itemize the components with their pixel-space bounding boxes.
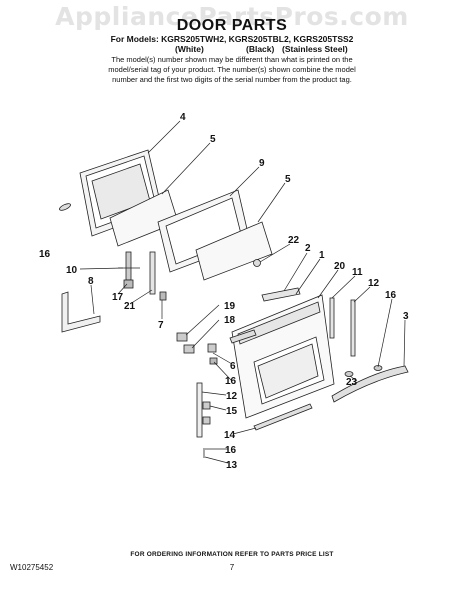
- callout-21: 21: [124, 301, 136, 312]
- callout-11: 11: [352, 267, 363, 278]
- ordering-info-footer: FOR ORDERING INFORMATION REFER TO PARTS …: [130, 551, 334, 558]
- vent-trim-part: [261, 287, 301, 302]
- callout-7: 7: [158, 320, 164, 331]
- color-stainless-label: (Stainless Steel): [282, 44, 348, 54]
- clip-part: [176, 332, 188, 342]
- color-white-label: (White): [175, 44, 204, 54]
- callout-17: 17: [112, 292, 124, 303]
- leader-lines: [79, 120, 406, 464]
- callout-12: 12: [226, 391, 238, 402]
- callout-8: 8: [88, 276, 94, 287]
- door-handle-part: [331, 365, 409, 403]
- note-line: number and the first two digits of the s…: [112, 75, 352, 84]
- document-number: W10275452: [10, 563, 54, 572]
- callout-12: 12: [368, 278, 380, 289]
- glass-panel-right-part: [195, 221, 273, 281]
- hinge-assembly-part: [118, 251, 140, 289]
- callout-10: 10: [66, 265, 78, 276]
- callout-4: 4: [180, 112, 186, 123]
- callout-19: 19: [224, 301, 236, 312]
- callout-5: 5: [210, 134, 216, 145]
- end-cap-part: [344, 371, 354, 377]
- watermark: AppliancePartsPros.com: [55, 2, 409, 31]
- angle-bracket-part: [61, 291, 101, 333]
- note-line: model/serial tag of your product. The nu…: [108, 65, 356, 74]
- callout-13: 13: [226, 460, 238, 471]
- callout-2: 2: [305, 243, 311, 254]
- bracket-part: [209, 357, 218, 365]
- clip-part: [183, 344, 195, 354]
- screw-part: [59, 203, 71, 211]
- callout-16: 16: [39, 249, 51, 260]
- color-black-label: (Black): [246, 44, 275, 54]
- callout-5: 5: [285, 174, 291, 185]
- callout-22: 22: [288, 235, 300, 246]
- callout-16: 16: [225, 376, 237, 387]
- hinge-channel-part: [149, 251, 167, 301]
- side-trim-strip-part: [350, 299, 356, 357]
- side-rail-part: [196, 382, 211, 438]
- callout-20: 20: [334, 261, 346, 272]
- callout-14: 14: [224, 430, 236, 441]
- callout-15: 15: [226, 406, 238, 417]
- callout-3: 3: [403, 311, 409, 322]
- callout-18: 18: [224, 315, 236, 326]
- callout-23: 23: [346, 377, 358, 388]
- callout-16: 16: [225, 445, 237, 456]
- round-cap-part: [253, 259, 261, 267]
- note-line: The model(s) number shown may be differe…: [111, 55, 353, 64]
- outer-door-panel-part: [231, 294, 335, 419]
- models-line: For Models: KGRS205TWH2, KGRS205TBL2, KG…: [110, 34, 354, 44]
- callout-6: 6: [230, 361, 236, 372]
- model-note: The model(s) number shown may be differe…: [100, 55, 364, 85]
- bracket-part: [207, 343, 217, 353]
- side-trim-strip-part: [329, 297, 335, 339]
- bottom-trim-part: [253, 403, 313, 431]
- clip-strip-part: [229, 329, 257, 344]
- page-title: DOOR PARTS: [176, 17, 288, 34]
- callout-1: 1: [319, 250, 325, 261]
- callout-16: 16: [385, 290, 397, 301]
- page-number: 7: [229, 563, 235, 572]
- callout-9: 9: [259, 158, 265, 169]
- callout-labels: 4 5 9 5 16 10 8 17 21 7 22 2 1 20 11 12 …: [39, 112, 409, 471]
